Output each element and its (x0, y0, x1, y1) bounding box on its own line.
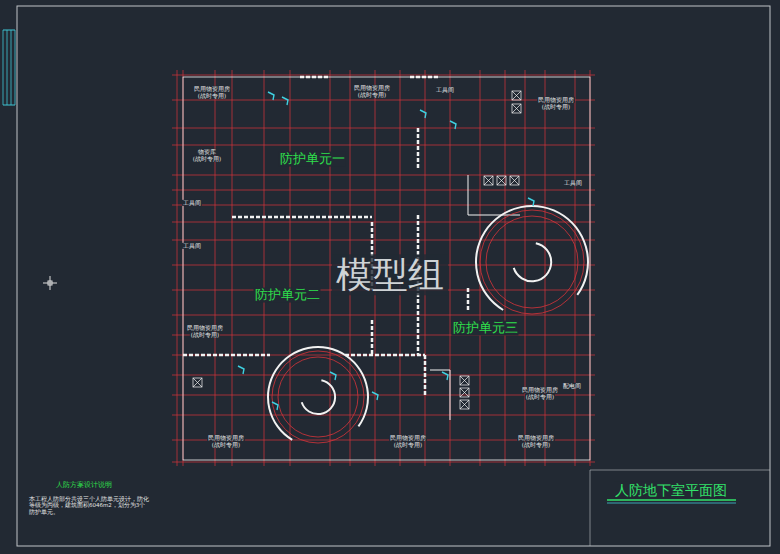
room-label: 配电间 (562, 383, 582, 389)
room-label: 民用物资用房 (389, 435, 427, 441)
binding-strip (11, 30, 12, 105)
room-label: (战时专用) (521, 442, 551, 448)
door-symbol (238, 366, 244, 374)
equipment-symbol (497, 176, 506, 185)
drawing-title: 人防地下室平面图 (614, 482, 728, 498)
title-block-line (590, 470, 591, 546)
axis-grid (172, 70, 595, 466)
room-label: 民用物资用房 (193, 86, 231, 92)
title-underline (607, 499, 736, 501)
room-label: (战时专用) (393, 442, 423, 448)
room-label: 工具间 (182, 243, 202, 249)
room-label: 民用物资用房 (207, 435, 245, 441)
room-label: (战时专用) (190, 332, 220, 338)
note-body: 本工程人防部分共设三个人防单元设计，防化等级为丙级，建筑面积6046m2，划分为… (28, 496, 150, 515)
room-label: (战时专用) (192, 156, 222, 162)
note-heading: 人防方案设计说明 (55, 481, 113, 489)
equipment-symbol (512, 91, 521, 100)
room-label: (战时专用) (525, 394, 555, 400)
walls (183, 77, 590, 460)
binding-strip (7, 30, 8, 105)
door-symbol (450, 121, 456, 129)
room-label: (战时专用) (197, 93, 227, 99)
room-label: 民用物资用房 (537, 97, 575, 103)
room-label: 工具间 (563, 180, 583, 186)
room-label: 民用物资用房 (353, 85, 391, 91)
binding-strip (15, 30, 16, 105)
room-label: (战时专用) (357, 92, 387, 98)
equipment-symbol (193, 378, 202, 387)
door-symbol (282, 97, 288, 105)
sheet-frame (17, 6, 770, 546)
room-label: 工具间 (435, 87, 455, 93)
watermark: 模型组 (332, 254, 448, 295)
door-symbol (442, 372, 448, 380)
equipment-symbol (460, 376, 469, 385)
room-label: (战时专用) (541, 104, 571, 110)
protection-unit-label: 防护单元二 (254, 288, 321, 303)
door-symbol (420, 110, 426, 118)
room-label: 工具间 (182, 200, 202, 206)
room-label: 民用物资用房 (186, 325, 224, 331)
equipment-symbol (512, 104, 521, 113)
door-symbol (372, 392, 378, 400)
door-symbol (272, 402, 278, 410)
title-block-line (590, 470, 770, 471)
door-symbol (330, 372, 336, 380)
room-label: (战时专用) (211, 442, 241, 448)
room-label: 民用物资用房 (521, 387, 559, 393)
protection-unit-label: 防护单元三 (452, 321, 519, 336)
room-label: 物资库 (197, 149, 217, 155)
equipment-symbol (460, 400, 469, 409)
title-underline (607, 503, 736, 504)
equipment-symbol (510, 176, 519, 185)
binding-strip (3, 30, 4, 105)
equipment-symbol (460, 388, 469, 397)
door-symbol (528, 198, 534, 206)
door-symbol (268, 92, 274, 100)
ramp (267, 346, 369, 443)
room-label: 民用物资用房 (517, 435, 555, 441)
protection-unit-label: 防护单元一 (279, 152, 346, 167)
equipment-symbol (484, 176, 493, 185)
ramp (475, 205, 589, 314)
